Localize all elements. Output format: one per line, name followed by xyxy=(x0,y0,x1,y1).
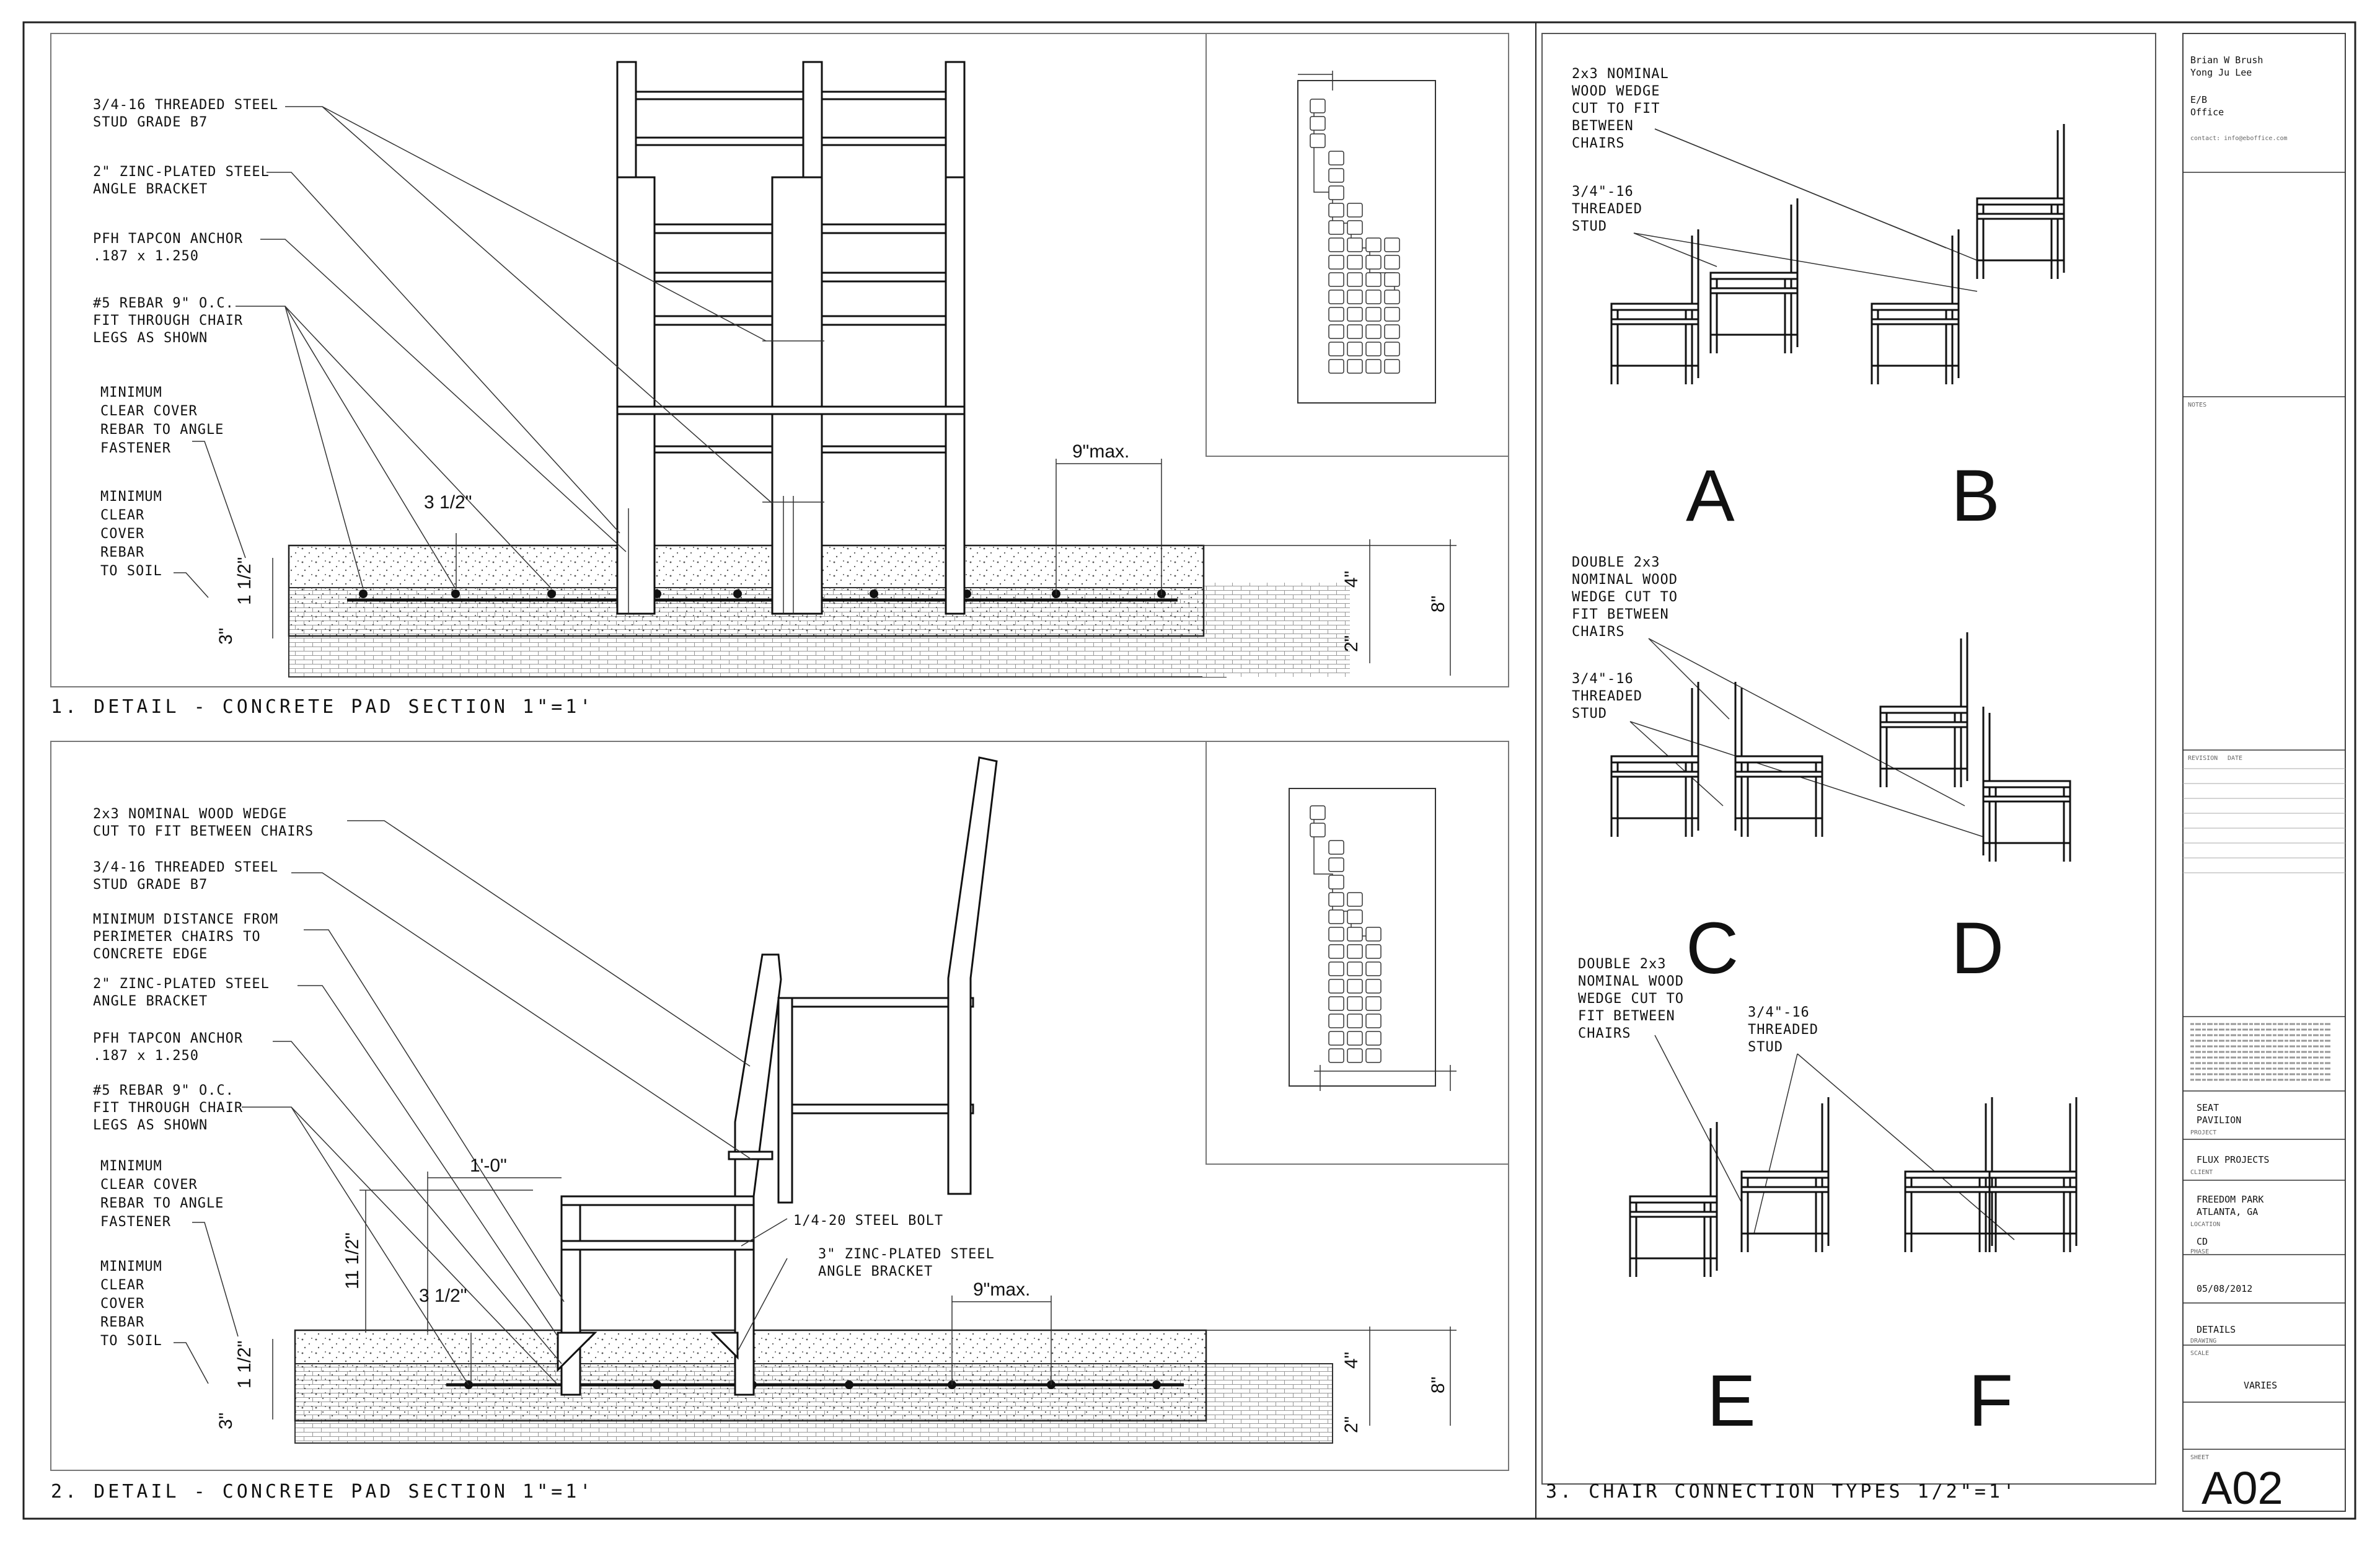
callout-steel-bolt: 1/4-20 STEEL BOLT xyxy=(793,1213,943,1229)
svg-text:F: F xyxy=(1968,1360,2013,1442)
title-block: Brian W Brush Yong Ju Lee E/B Office con… xyxy=(2182,33,2346,1514)
project-line-2: PAVILION xyxy=(2197,1115,2241,1126)
svg-text:2": 2" xyxy=(1341,1416,1362,1433)
notes-label: NOTES xyxy=(2188,402,2206,408)
connection-type-d: D xyxy=(1879,631,2071,989)
sheet-caption: SHEET xyxy=(2190,1454,2209,1461)
drawing-title: DETAILS xyxy=(2197,1324,2236,1335)
office-line-2: Office xyxy=(2190,107,2224,118)
revision-date-label: DATE xyxy=(2228,755,2242,762)
svg-text:3 1/2": 3 1/2" xyxy=(419,1286,467,1306)
connection-type-e: E xyxy=(1629,1096,1830,1442)
svg-text:C: C xyxy=(1686,907,1739,989)
svg-text:E: E xyxy=(1707,1360,1756,1442)
connection-type-a: A xyxy=(1610,197,1799,537)
client-caption: CLIENT xyxy=(2190,1169,2213,1176)
detail-2-dimensions: 1'-0" 11 1/2" 3 1/2" 9"max. 4" 8" 2" 3" … xyxy=(216,1155,1451,1433)
detail-1-plan-inset xyxy=(1297,71,1436,404)
svg-text:9"max.: 9"max. xyxy=(973,1279,1030,1300)
svg-text:B: B xyxy=(1951,455,2000,537)
svg-text:1 1/2": 1 1/2" xyxy=(234,1341,255,1389)
project-line-1: SEAT xyxy=(2197,1102,2219,1113)
svg-text:3": 3" xyxy=(216,1413,236,1429)
detail-3-leaders xyxy=(1629,128,2015,1240)
scale-caption: SCALE xyxy=(2190,1350,2209,1357)
svg-text:11 1/2": 11 1/2" xyxy=(342,1232,363,1289)
connection-type-c: C xyxy=(1610,681,1823,989)
connection-type-f: F xyxy=(1904,1096,2078,1442)
disclaimer-text xyxy=(2190,1023,2330,1081)
chair-front-elevation xyxy=(616,61,966,615)
phase: CD xyxy=(2197,1236,2208,1247)
svg-text:1'-0": 1'-0" xyxy=(470,1155,507,1176)
dim-rebar-spacing: 9"max. xyxy=(1072,441,1129,462)
location-caption: LOCATION xyxy=(2190,1221,2220,1228)
drawing-caption: DRAWING xyxy=(2190,1338,2216,1345)
contact: contact: info@eboffice.com xyxy=(2190,135,2288,142)
detail-3-title: 3. CHAIR CONNECTION TYPES 1/2"=1' xyxy=(1546,1481,2017,1503)
author-1: Brian W Brush xyxy=(2190,55,2263,66)
sheet-number: A02 xyxy=(2202,1462,2283,1514)
svg-text:8": 8" xyxy=(1428,1377,1448,1393)
detail-1-leaders xyxy=(174,106,773,598)
dim-rebar-depth: 3 1/2" xyxy=(424,492,472,513)
location-line-1: FREEDOM PARK xyxy=(2197,1194,2263,1205)
connection-type-b: B xyxy=(1871,123,2065,537)
location-line-2: ATLANTA, GA xyxy=(2197,1206,2258,1217)
dim-total: 8" xyxy=(1428,596,1448,612)
svg-text:4": 4" xyxy=(1341,1352,1362,1369)
detail-1-title: 1. DETAIL - CONCRETE PAD SECTION 1"=1' xyxy=(51,696,594,718)
revision-label: REVISION xyxy=(2188,755,2218,762)
client: FLUX PROJECTS xyxy=(2197,1154,2269,1165)
detail-2-title: 2. DETAIL - CONCRETE PAD SECTION 1"=1' xyxy=(51,1481,594,1503)
phase-caption: PHASE xyxy=(2190,1248,2209,1255)
scale-value: VARIES xyxy=(2244,1380,2277,1391)
dim-top: 4" xyxy=(1341,571,1362,588)
svg-text:A: A xyxy=(1686,455,1735,537)
svg-text:PFH TAPCON ANCHOR.187 x 1.250: PFH TAPCON ANCHOR.187 x 1.250 xyxy=(93,1031,243,1064)
issue-date: 05/08/2012 xyxy=(2197,1283,2252,1294)
project-caption: PROJECT xyxy=(2190,1129,2216,1136)
chair-side-elevation xyxy=(557,756,998,1396)
svg-text:D: D xyxy=(1951,907,2004,989)
author-2: Yong Ju Lee xyxy=(2190,67,2252,78)
callout-tapcon-anchor: PFH TAPCON ANCHOR.187 x 1.250 xyxy=(93,231,243,264)
detail-1-dimensions: 9"max. 4" 8" 2" 3" 1 1/2" 3 1/2" xyxy=(216,441,1451,676)
dim-bottom: 2" xyxy=(1341,635,1362,652)
dim-edge: 3" xyxy=(216,628,236,645)
detail-2-leaders xyxy=(174,820,788,1385)
dim-cover: 1 1/2" xyxy=(234,557,255,605)
office-line-1: E/B xyxy=(2190,94,2207,105)
